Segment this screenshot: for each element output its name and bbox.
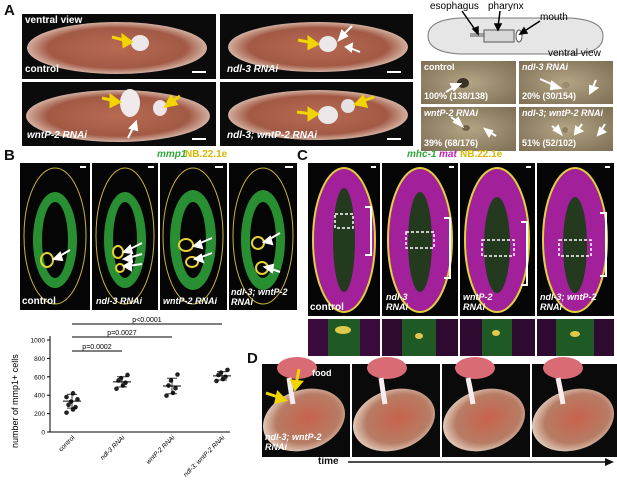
significance-label: p=0.0027 [107, 330, 136, 337]
x-tick-label: control [58, 434, 77, 453]
data-point [125, 372, 130, 378]
data-point [218, 370, 224, 375]
b-label-control: control [22, 296, 56, 307]
esophagus-label: esophagus [430, 1, 479, 12]
significance-label: p<0.0001 [132, 317, 161, 324]
stain-nb22-b: NB.22.1e [185, 149, 228, 160]
chart-ylabel: number of mmp1+ cells [10, 354, 20, 448]
closeup-label-control: control [424, 62, 455, 72]
stain-mhc1: mhc-1 [407, 149, 437, 160]
mmp1-chart: 0 200 400 600 800 1000 control ndl-3 RNAi wntP-2… [31, 317, 231, 479]
c-label-wntp2: wntP-2 RNAi [463, 292, 493, 312]
data-point [123, 380, 128, 386]
panel-a-closeups [421, 61, 613, 151]
closeup-stat-control: 100% (138/138) [424, 91, 489, 101]
x-tick-label: ndl-3 RNAi [99, 434, 127, 462]
data-point [64, 394, 69, 400]
panel-label-c: C [297, 147, 308, 164]
schematic-view-label: ventral view [548, 48, 601, 59]
panel-d-images [262, 357, 617, 466]
stain-nb22-c: NB.22.1e [460, 149, 503, 160]
y-tick-label: 200 [34, 411, 45, 418]
closeup-label-double: ndl-3; wntP-2 RNAi [522, 108, 603, 118]
y-tick-label: 400 [34, 393, 45, 400]
photo-label-wntp2: wntP-2 RNAi [27, 130, 87, 141]
data-point [75, 397, 80, 402]
closeup-label-wntp2: wntP-2 RNAi [424, 108, 478, 118]
pharynx-label: pharynx [488, 1, 524, 12]
panel-a-photos [22, 14, 413, 146]
c-label-control: control [310, 302, 344, 313]
b-label-wntp2: wntP-2 RNAi [163, 296, 217, 306]
photo-label-double: ndl-3; wntP-2 RNAi [227, 130, 317, 141]
food-label: food [312, 368, 332, 378]
ventral-view-label: ventral view [25, 15, 83, 26]
data-point [168, 378, 174, 383]
panel-label-d: D [247, 350, 258, 367]
panel-c-images [308, 163, 614, 356]
y-tick-label: 800 [34, 356, 45, 363]
b-label-ndl3: ndl-3 RNAi [96, 296, 142, 306]
data-point [66, 402, 71, 408]
closeup-label-ndl3: ndl-3 RNAi [522, 62, 568, 72]
closeup-stat-ndl3: 20% (30/154) [522, 91, 577, 101]
y-tick-label: 600 [34, 374, 45, 381]
data-point [70, 391, 76, 396]
photo-label-ndl3: ndl-3 RNAi [227, 64, 279, 75]
data-point [214, 378, 219, 384]
data-point [114, 386, 119, 392]
mouth-label: mouth [540, 12, 568, 23]
data-point [175, 372, 180, 377]
data-point [223, 374, 228, 380]
panel-a-schematic [427, 10, 604, 55]
stain-mat: mat [439, 149, 457, 160]
y-tick-label: 0 [41, 430, 45, 437]
c-label-ndl3: ndl-3 RNAi [386, 292, 408, 312]
c-label-double: ndl-3; wntP-2 RNAi [540, 292, 597, 312]
panel-b-images [20, 163, 297, 310]
closeup-stat-double: 51% (52/102) [522, 138, 577, 148]
data-point [164, 393, 169, 398]
x-tick-label: wntP-2 RNAi [145, 434, 177, 466]
data-point [73, 404, 78, 410]
x-tick-label: ndl-3; wntP-2 RNAi [182, 434, 226, 478]
panel-label-a: A [4, 2, 15, 19]
stain-mmp1: mmp1 [157, 149, 187, 160]
panel-label-b: B [4, 147, 15, 164]
closeup-stat-wntp2: 39% (68/176) [424, 138, 479, 148]
d-condition-label: ndl-3; wntP-2 RNAi [265, 432, 322, 452]
data-point [225, 367, 230, 373]
data-point [64, 410, 69, 415]
significance-label: p=0.0002 [82, 344, 111, 351]
photo-label-control: control [25, 64, 59, 75]
data-point [173, 386, 178, 391]
data-point [170, 390, 176, 396]
y-tick-label: 1000 [31, 338, 46, 345]
b-label-double: ndl-3; wntP-2 RNAi [231, 287, 288, 307]
time-axis-label: time [318, 456, 339, 467]
